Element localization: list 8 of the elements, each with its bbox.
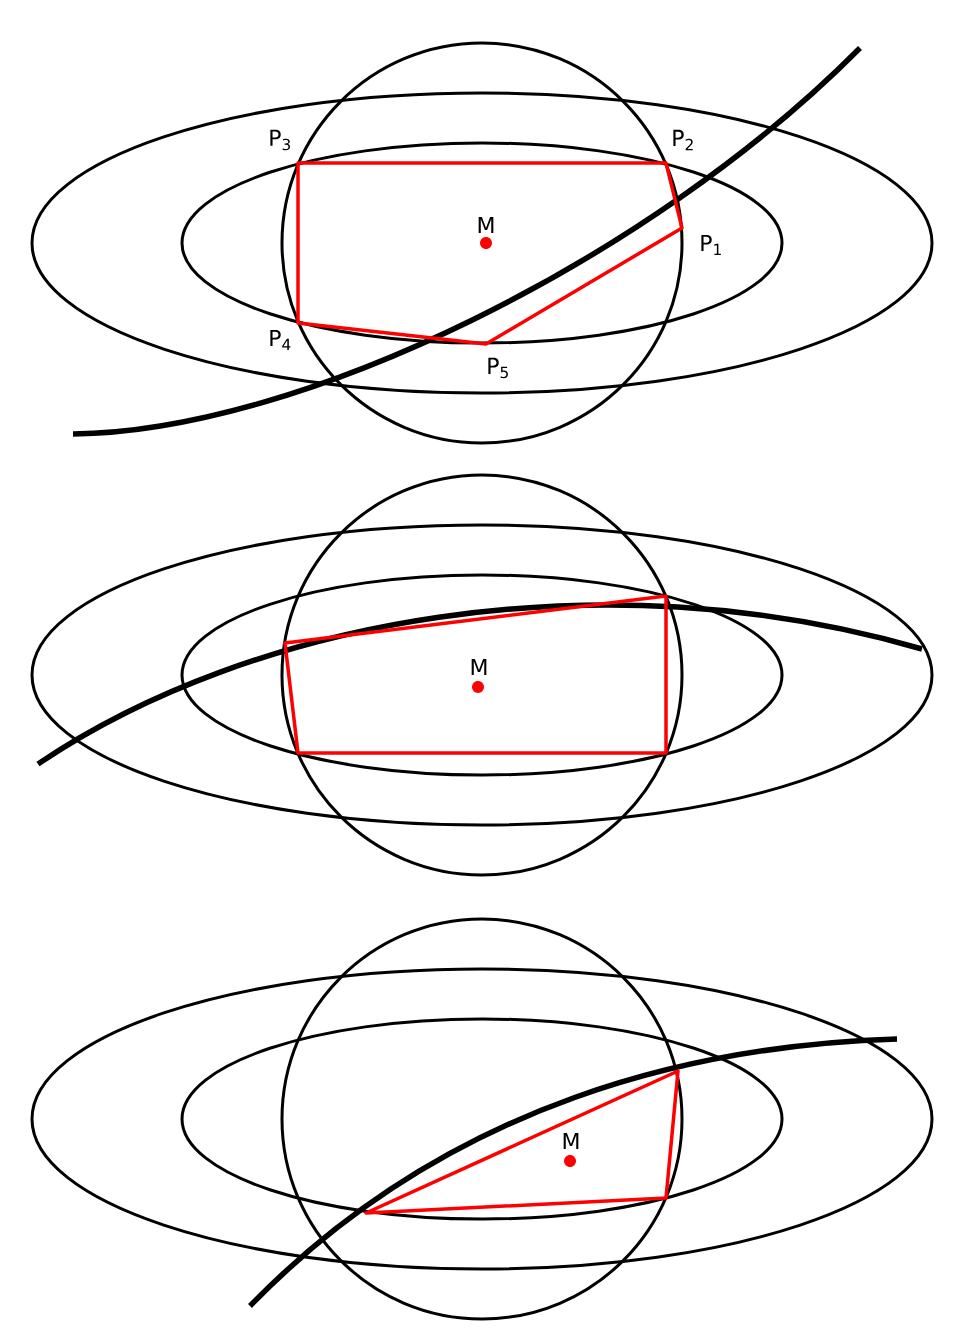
point-label: M [563,1133,579,1150]
point-label: P$_{3}$ [270,129,291,151]
point-label: P$_{2}$ [673,129,693,151]
point-label: M [478,217,494,234]
point-label: M [471,659,487,676]
point-label: P$_{1}$ [701,234,721,256]
point-label: P$_{5}$ [488,357,508,379]
point-label: P$_{4}$ [270,329,291,351]
